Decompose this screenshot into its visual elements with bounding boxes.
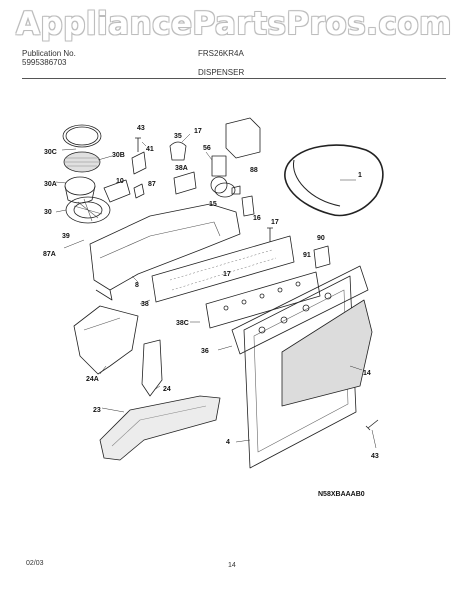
part-14-trim <box>281 299 373 407</box>
part-30-fan-assembly <box>65 196 111 224</box>
label-88: 88 <box>250 167 258 174</box>
section-title: DISPENSER <box>198 68 245 77</box>
label-39: 39 <box>62 233 70 240</box>
part-23-drip-tray <box>99 395 221 461</box>
label-30: 30 <box>44 209 52 216</box>
page-number: 14 <box>228 562 236 569</box>
label-56: 56 <box>203 145 211 152</box>
part-88-module <box>225 117 261 159</box>
part-10-shield <box>103 179 131 203</box>
footer-date: 02/03 <box>26 560 44 567</box>
label-43-bottom: 43 <box>371 453 379 460</box>
part-16-socket <box>241 195 255 217</box>
part-87-clip <box>133 183 145 199</box>
label-30a: 30A <box>44 181 57 188</box>
part-43-screw-bottom <box>365 419 379 431</box>
part-43-screw-top <box>135 137 141 152</box>
part-4-front-panel <box>243 275 357 469</box>
site-watermark: AppliancePartsPros.com <box>16 6 452 42</box>
part-8-housing <box>89 203 241 301</box>
label-23: 23 <box>93 407 101 414</box>
part-38a-switch <box>173 171 197 195</box>
part-17-screw-1 <box>267 227 273 242</box>
part-36-overlay <box>231 265 369 355</box>
label-30b: 30B <box>112 152 125 159</box>
part-90-bracket <box>313 245 331 269</box>
label-8: 8 <box>135 282 139 289</box>
label-91: 91 <box>303 252 311 259</box>
part-56-light-socket <box>210 155 228 194</box>
part-35-actuator <box>169 141 187 161</box>
label-87a: 87A <box>43 251 56 258</box>
part-38c-switch-board <box>205 271 321 329</box>
part-30a-motor <box>64 176 96 204</box>
label-17-top: 17 <box>194 128 202 135</box>
label-90: 90 <box>317 235 325 242</box>
label-30c: 30C <box>44 149 57 156</box>
header-rule <box>22 78 446 79</box>
part-30b-mesh-filter <box>63 151 101 173</box>
model-number: FRS26KR4A <box>198 49 244 58</box>
label-38a: 38A <box>175 165 188 172</box>
label-17-low: 17 <box>223 271 231 278</box>
part-30c-seal-ring <box>62 124 102 148</box>
label-1: 1 <box>358 172 362 179</box>
label-41: 41 <box>146 146 154 153</box>
label-16: 16 <box>253 215 261 222</box>
label-38: 38 <box>141 301 149 308</box>
part-1-tubing <box>284 144 384 217</box>
label-15: 15 <box>209 201 217 208</box>
label-4: 4 <box>226 439 230 446</box>
part-41-bracket <box>131 151 147 175</box>
label-38c: 38C <box>176 320 189 327</box>
part-15-bulb <box>214 182 241 198</box>
label-35: 35 <box>174 133 182 140</box>
label-24a: 24A <box>86 376 99 383</box>
part-38-control-board <box>151 235 295 303</box>
label-17-mid: 17 <box>271 219 279 226</box>
label-36: 36 <box>201 348 209 355</box>
publication-label: Publication No. <box>22 49 76 58</box>
label-43-top: 43 <box>137 125 145 132</box>
label-24: 24 <box>163 386 171 393</box>
part-24-chute-door <box>141 339 163 397</box>
label-87: 87 <box>148 181 156 188</box>
part-24a-chute <box>73 305 139 375</box>
publication-number: 5995386703 <box>22 58 67 67</box>
diagram-code: N58XBAAAB0 <box>318 491 365 498</box>
label-10: 10 <box>116 178 124 185</box>
label-14: 14 <box>363 370 371 377</box>
